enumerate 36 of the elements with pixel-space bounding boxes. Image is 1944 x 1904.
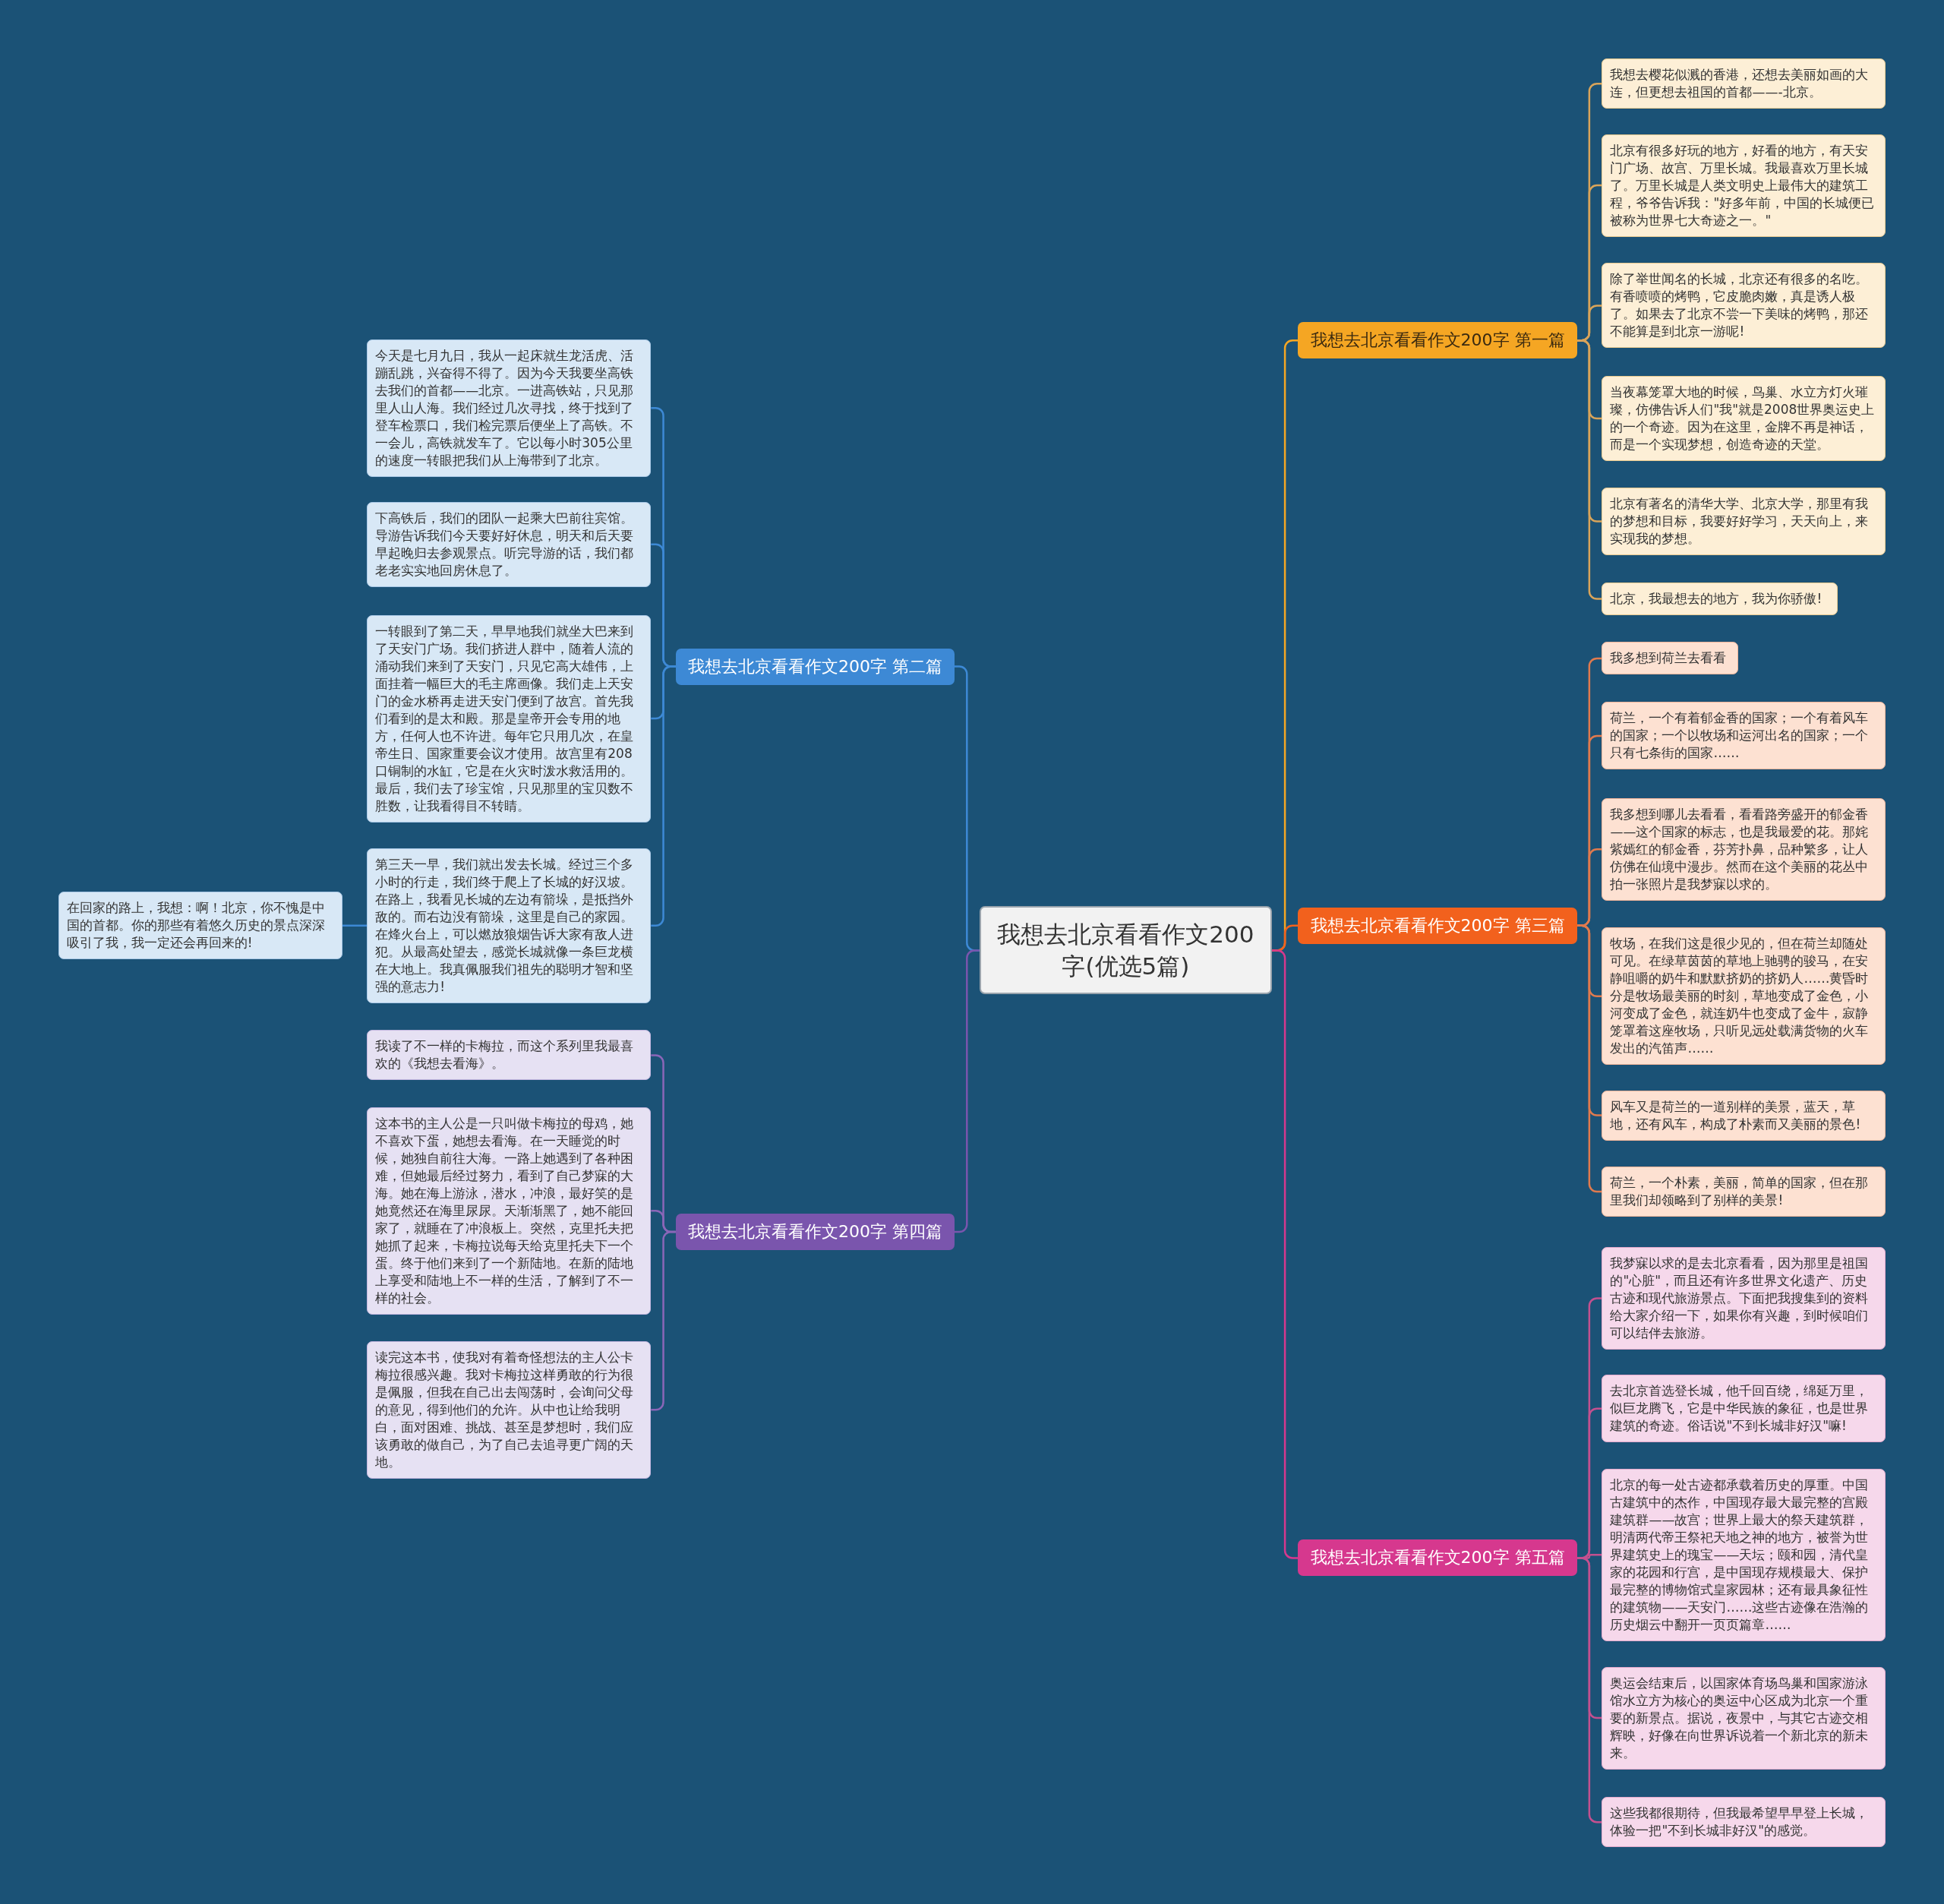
- branch-topic-box: 我想去北京看看作文200字 第一篇: [1298, 322, 1577, 359]
- text-card: 下高铁后，我们的团队一起乘大巴前往宾馆。导游告诉我们今天要好好休息，明天和后天要早起晚归去参观景点。听完导游的话，我们都老老实实地回房休息了。: [367, 501, 652, 587]
- connector-line: [1576, 924, 1602, 1193]
- branch-topic-box: 我想去北京看看作文200字 第五篇: [1298, 1539, 1577, 1577]
- text-card: 风车又是荷兰的一道别样的美景，蓝天，草地，还有风车，构成了朴素而又美丽的景色!: [1602, 1090, 1886, 1141]
- connector-line: [342, 924, 368, 927]
- text-card: 北京的每一处古迹都承载着历史的厚重。中国古建筑中的杰作，中国现存最大最完整的宫殿建筑群——故宫；世界上最大的祭天建筑群，明清两代帝王祭祀天地之神的地方，被誉为世界建筑史上的瑰宝——天坛；颐和园，清代皇家的花园和行宫，是中国现存规模最大、保护最完整的博物馆式皇家园林；还有最具象征性的建筑物——天安门……这些古迹像在浩瀚的历史烟云中翻开一页页篇章……: [1602, 1468, 1886, 1641]
- text-card: 除了举世闻名的长城，北京还有很多的名吃。有香喷喷的烤鸭，它皮脆肉嫩，真是诱人极了。如果去了北京不尝一下美味的烤鸭，那还不能算是到北京一游呢!: [1602, 263, 1886, 349]
- text-card: 第三天一早，我们就出发去长城。经过三个多小时的行走，我们终于爬上了长城的好汉坡。在路上，我看见长城的左边有箭垛，是抵挡外敌的。而右边没有箭垛，这里是自己的家园。在烽火台上，可以燃放狼烟告诉大家有敌人进犯。从最高处望去，感觉长城就像一条巨龙横在大地上。我真佩服我们祖先的聪明才智和坚强的意志力!: [367, 848, 652, 1003]
- text-card: 荷兰，一个朴素，美丽，简单的国家，但在那里我们却领略到了别样的美景!: [1602, 1166, 1886, 1217]
- text-card: 我多想到荷兰去看看: [1602, 642, 1738, 675]
- text-card: 在回家的路上，我想：啊！北京，你不愧是中国的首都。你的那些有着悠久历史的景点深深吸引了我，我一定还会再回来的!: [58, 892, 342, 960]
- text-card: 一转眼到了第二天，早早地我们就坐大巴来到了天安门广场。我们挤进人群中，随着人流的涌动我们来到了天安门，只见它高大雄伟，上面挂着一幅巨大的毛主席画像。我们走上天安门的金水桥再走进天安门便到了故宫。首先我们看到的是太和殿。那是皇帝开会专用的地方，任何人也不许进。每年它只用几次，在皇帝生日、国家重要会议才使用。故宫里有208口铜制的水缸，它是在火灾时泼水救活用的。最后，我们去了珍宝馆，只见那里的宝贝数不胜数，让我看得目不转睛。: [367, 614, 652, 823]
- text-card: 读完这本书，使我对有着奇怪想法的主人公卡梅拉很感兴趣。我对卡梅拉这样勇敢的行为很是佩服，但我在自己出去闯荡时，会询问父母的意见，得到他们的允许。从中也让给我明白，面对困难、挑战、甚至是梦想时，我们应该勇敢的做自己，为了自己去追寻更广阔的天地。: [367, 1340, 652, 1479]
- text-card: 奥运会结束后，以国家体育场鸟巢和国家游泳馆水立方为核心的奥运中心区成为北京一个重要的新景点。据说，夜景中，与其它古迹交相辉映，好像在向世界诉说着一个新北京的新未来。: [1602, 1666, 1886, 1770]
- text-card: 北京，我最想去的地方，我为你骄傲!: [1602, 583, 1838, 616]
- text-card: 牧场，在我们这是很少见的，但在荷兰却随处可见。在绿草茵茵的草地上驰骋的骏马，在安静咀嚼的奶牛和默默挤奶的挤奶人……黄昏时分是牧场最美丽的时刻，草地变成了金色，小河变成了金色，就连奶牛也变成了金牛，寂静笼罩着这座牧场，只听见远处载满货物的火车发出的汽笛声……: [1602, 927, 1886, 1066]
- central-topic-box: 我想去北京看看作文200字(优选5篇): [979, 906, 1273, 995]
- text-card: 北京有很多好玩的地方，好看的地方，有天安门广场、故宫、万里长城。我最喜欢万里长城了。万里长城是人类文明史上最伟大的建筑工程，爷爷告诉我："好多年前，中国的长城便已被称为世界七大奇迹之一。": [1602, 134, 1886, 237]
- text-card: 北京有著名的清华大学、北京大学，那里有我的梦想和目标，我要好好学习，天天向上，来实现我的梦想。: [1602, 488, 1886, 555]
- connector-line: [954, 949, 980, 1233]
- branch-topic-box: 我想去北京看看作文200字 第二篇: [675, 648, 955, 685]
- text-card: 我读了不一样的卡梅拉，而这个系列里我最喜欢的《我想去看海》。: [367, 1030, 652, 1081]
- text-card: 荷兰，一个有着郁金香的国家；一个有着风车的国家；一个以牧场和运河出名的国家；一个只有七条街的国家……: [1602, 702, 1886, 770]
- connector-line: [1271, 949, 1299, 1559]
- text-card: 我多想到哪儿去看看，看看路旁盛开的郁金香——这个国家的标志，也是我最爱的花。那姹紫嫣红的郁金香，芬芳扑鼻，品种繁多，让人仿佛在仙境中漫步。然而在这个美丽的花丛中拍一张照片是我梦寐以求的。: [1602, 797, 1886, 901]
- text-card: 我梦寐以求的是去北京看看，因为那里是祖国的"心脏"，而且还有许多世界文化遗产、历史古迹和现代旅游景点。下面把我搜集到的资料给大家介绍一下，如果你有兴趣，到时候咱们可以结伴去旅游。: [1602, 1246, 1886, 1350]
- text-card: 这本书的主人公是一只叫做卡梅拉的母鸡，她不喜欢下蛋，她想去看海。在一天睡觉的时候，她独自前往大海。一路上她遇到了各种困难，但她最后经过努力，看到了自己梦寐的大海。她在海上游泳，潜水，冲浪，最好笑的是她竟然还在海里尿尿。天渐渐黑了，她不能回家了，就睡在了冲浪板上。突然，克里托夫把她抓了起来，卡梅拉说每天给克里托夫下一个蛋。终于他们来到了一个新陆地。在新的陆地上享受和陆地上不一样的生活，了解到了不一样的社会。: [367, 1107, 652, 1315]
- branch-topic-box: 我想去北京看看作文200字 第四篇: [675, 1214, 955, 1251]
- text-card: 这些我都很期待，但我最希望早早登上长城，体验一把"不到长城非好汉"的感觉。: [1602, 1797, 1886, 1848]
- connector-line: [1576, 1557, 1602, 1823]
- text-card: 我想去樱花似溅的香港，还想去美丽如画的大连，但更想去祖国的首都——-北京。: [1602, 58, 1886, 109]
- text-card: 当夜幕笼罩大地的时候，鸟巢、水立方灯火璀璨，仿佛告诉人们"我"就是2008世界奥运史上的一个奇迹。因为在这里，金牌不再是神话，而是一个实现梦想，创造奇迹的天堂。: [1602, 376, 1886, 461]
- text-card: 今天是七月九日，我从一起床就生龙活虎、活蹦乱跳，兴奋得不得了。因为今天我要坐高铁去我们的首都——北京。一进高铁站，只见那里人山人海。我们经过几次寻找，终于找到了登车检票口，我们检完票后便坐上了高铁。不一会儿，高铁就发车了。它以每小时305公里的速度一转眼把我们从上海带到了北京。: [367, 339, 652, 477]
- branch-topic-box: 我想去北京看看作文200字 第三篇: [1298, 907, 1577, 944]
- text-card: 去北京首选登长城，他千回百绕，绵延万里，似巨龙腾飞，它是中华民族的象征，也是世界建筑的奇迹。俗话说"不到长城非好汉"嘛!: [1602, 1375, 1886, 1443]
